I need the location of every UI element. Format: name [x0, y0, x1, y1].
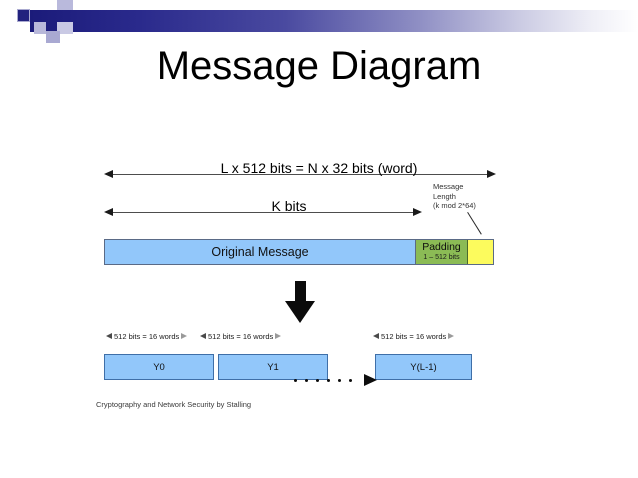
block-tick-label-2: 512 bits = 16 words — [381, 331, 447, 341]
padding-block: Padding 1 – 512 bits — [416, 240, 468, 264]
message-length-annotation: Message Length (k mod 2*64) — [433, 182, 476, 211]
header-square-violet-lower — [46, 31, 60, 43]
tick-cap-left-icon — [373, 333, 379, 339]
block-y-last: Y(L-1) — [375, 354, 472, 380]
block-tick-label-0: 512 bits = 16 words — [114, 331, 180, 341]
k-measure-arrow-right — [413, 208, 422, 216]
header-square-lavender-top — [57, 0, 73, 10]
message-length-line-3: (k mod 2*64) — [433, 201, 476, 210]
header-square-navy — [17, 9, 30, 22]
block-tick-label-1: 512 bits = 16 words — [208, 331, 274, 341]
ellipsis-dot — [349, 378, 352, 382]
header-square-navy-outline — [17, 9, 30, 22]
continuation-arrow-icon — [364, 374, 377, 386]
header-square-white-top — [34, 0, 46, 10]
total-length-label: L x 512 bits = N x 32 bits (word) — [220, 160, 418, 176]
ellipsis-dot — [305, 378, 308, 382]
down-arrow-shaft — [295, 281, 306, 303]
ellipsis-dot — [338, 378, 341, 382]
original-message-block: Original Message — [105, 240, 416, 264]
page-title: Message Diagram — [156, 44, 482, 88]
block-y0: Y0 — [104, 354, 214, 380]
message-length-leader-line — [467, 212, 482, 235]
total-measure-line — [113, 174, 487, 175]
message-length-block — [468, 240, 493, 264]
total-measure-arrow-right — [487, 170, 496, 178]
message-length-line-2: Length — [433, 191, 456, 201]
block-tick-2: 512 bits = 16 words — [373, 330, 455, 342]
tick-cap-left-icon — [106, 333, 112, 339]
tick-cap-right-icon — [181, 333, 188, 339]
header-gradient-bar — [30, 10, 638, 32]
message-bar: Original Message Padding 1 – 512 bits — [104, 239, 494, 265]
padding-label: Padding — [422, 241, 461, 254]
tick-cap-left-icon — [200, 333, 206, 339]
slide-header-decoration — [0, 0, 638, 43]
down-arrow-icon — [285, 281, 315, 323]
k-bits-label: K bits — [271, 198, 307, 214]
ellipsis-continuation — [294, 374, 377, 386]
padding-range-label: 1 – 512 bits — [423, 254, 460, 262]
ellipsis-dot — [316, 378, 319, 382]
tick-cap-right-icon — [275, 333, 282, 339]
ellipsis-dot — [327, 378, 330, 382]
header-square-violet-small — [34, 22, 46, 34]
tick-cap-right-icon — [448, 333, 455, 339]
block-tick-0: 512 bits = 16 words — [106, 330, 188, 342]
down-arrow-head — [285, 301, 315, 323]
header-square-lavender-bottom — [57, 22, 73, 34]
header-square-white-left — [0, 9, 17, 22]
block-tick-1: 512 bits = 16 words — [200, 330, 282, 342]
k-measure-arrow-left — [104, 208, 113, 216]
ellipsis-dot — [294, 378, 297, 382]
block-y1: Y1 — [218, 354, 328, 380]
message-length-line-1: Message — [433, 182, 464, 191]
source-credit: Cryptography and Network Security by Sta… — [96, 400, 252, 409]
k-measure-line — [113, 212, 413, 213]
total-measure-arrow-left — [104, 170, 113, 178]
